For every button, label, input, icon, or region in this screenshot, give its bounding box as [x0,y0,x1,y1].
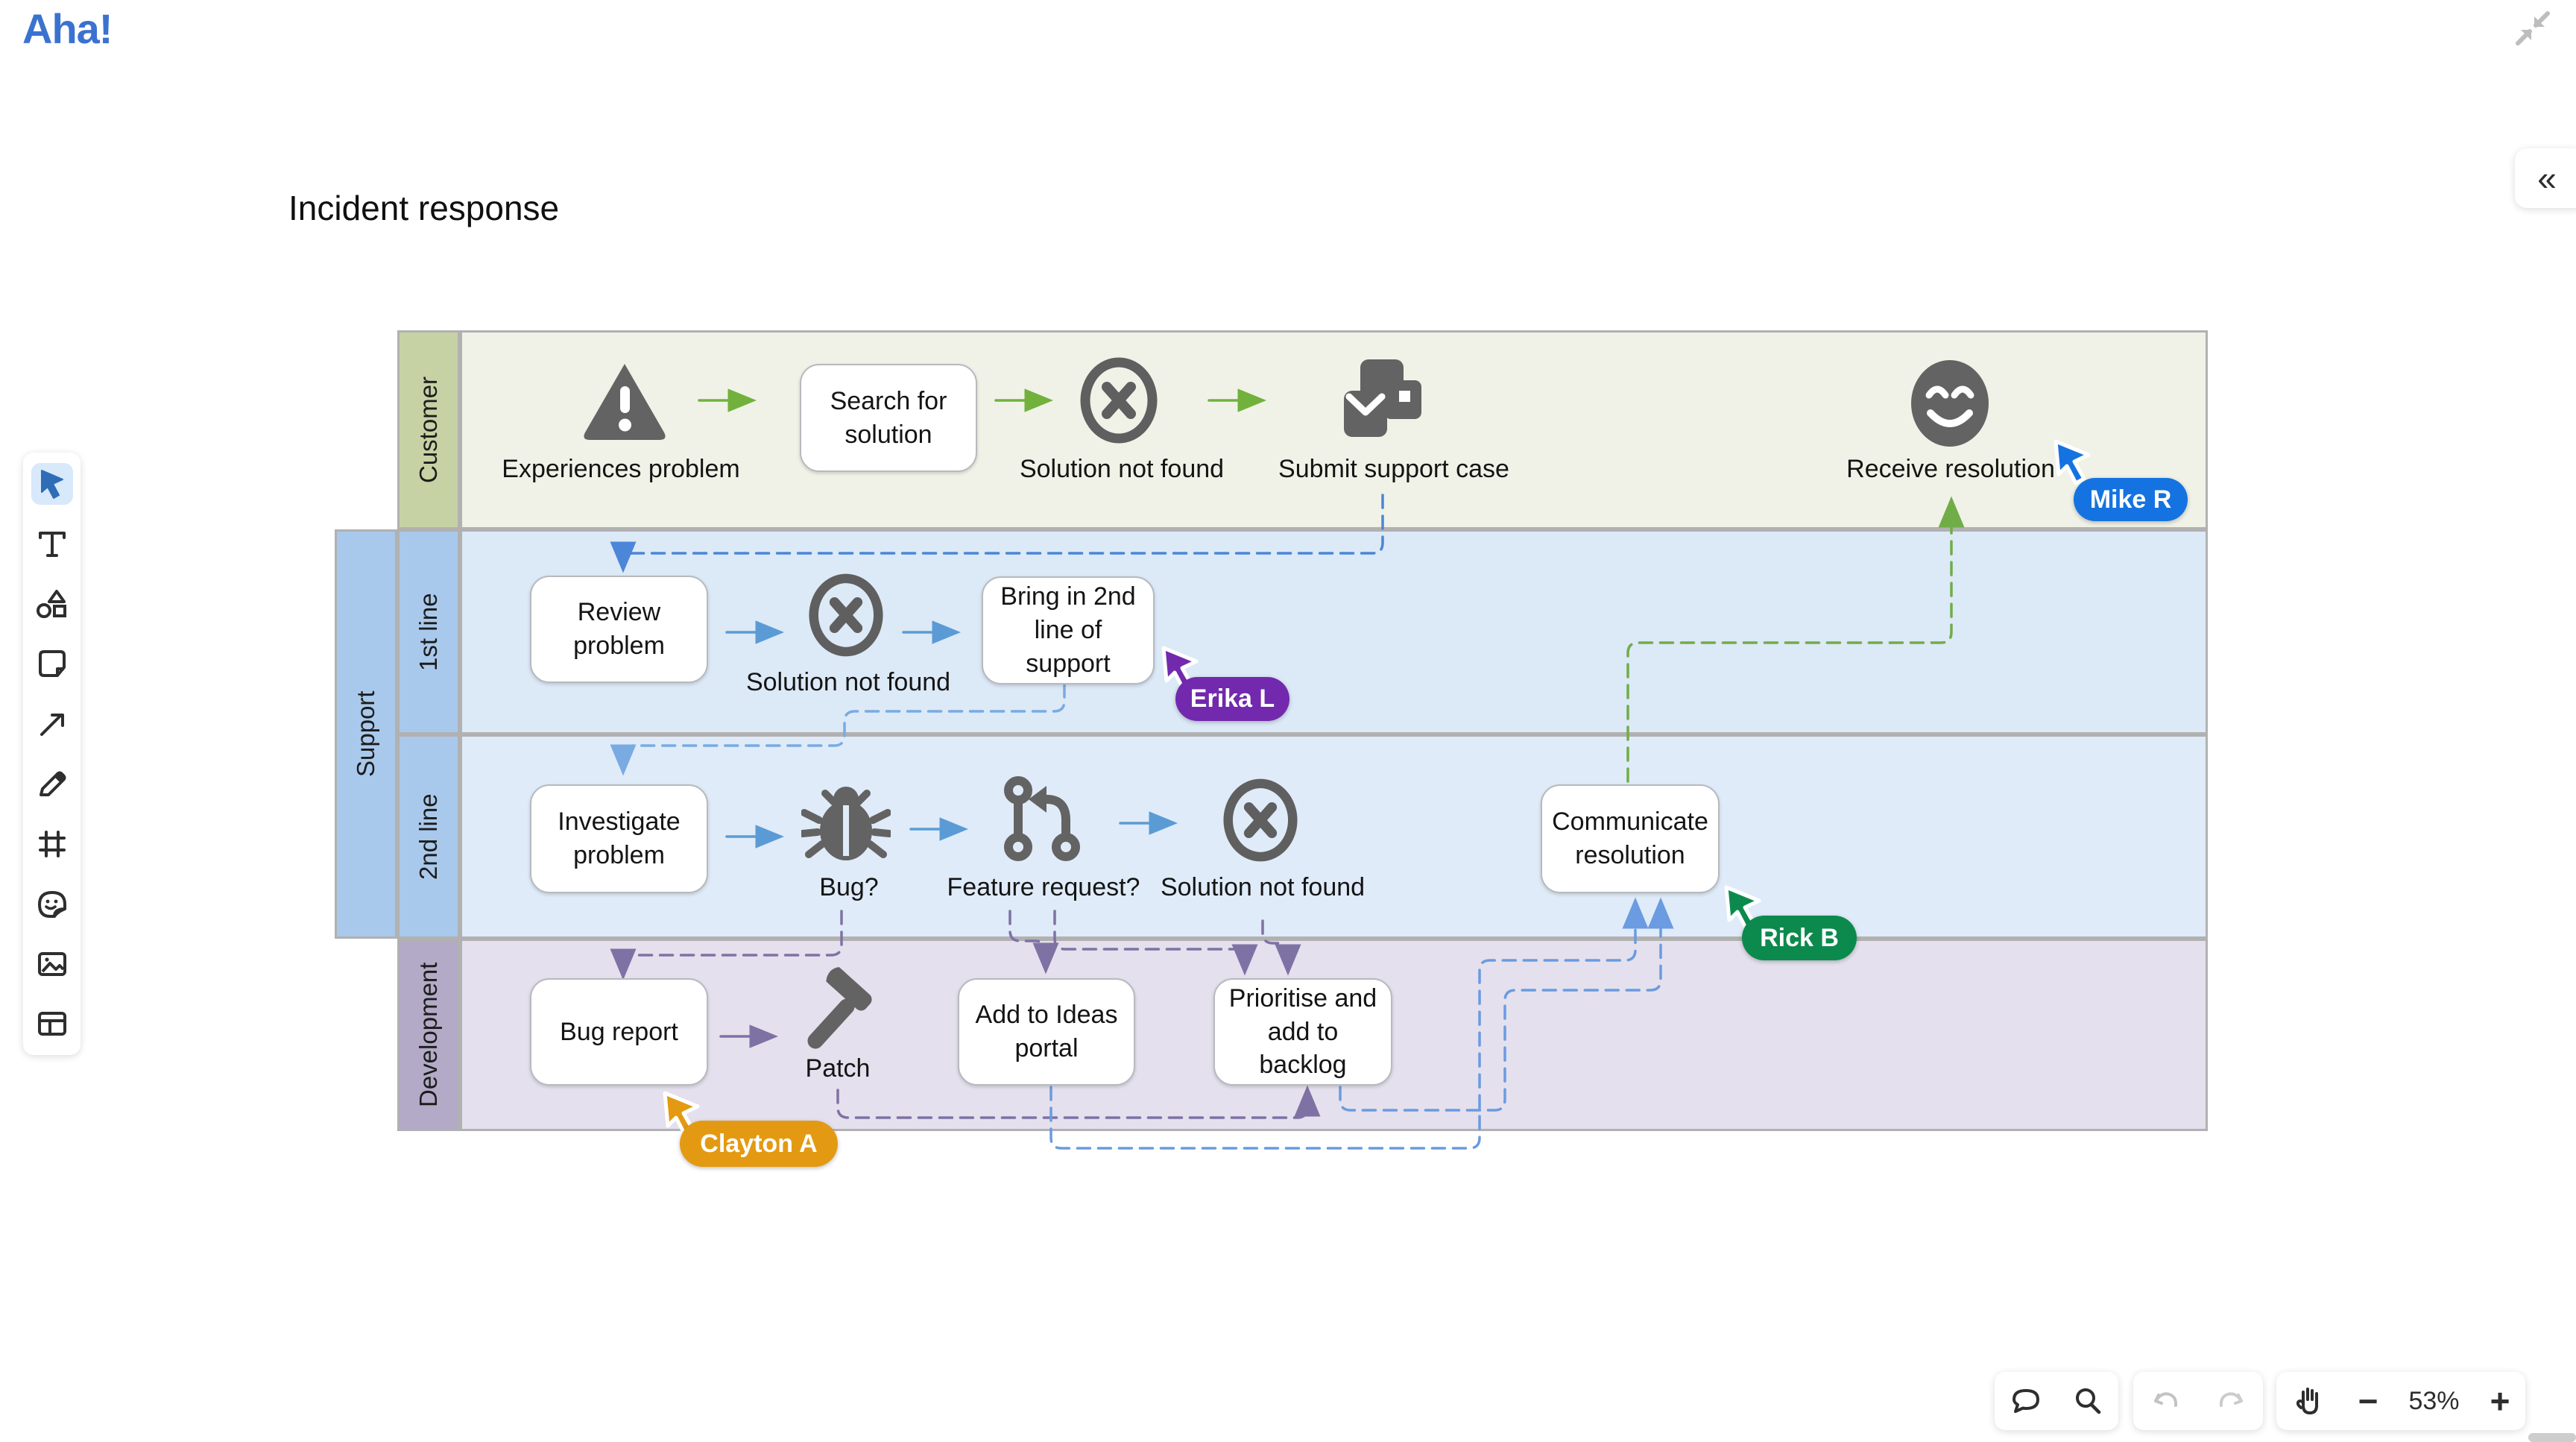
label-receive-resolution: Receive resolution [1846,455,2055,483]
arrow-icon [40,713,64,736]
node-communicate-resolution[interactable]: Communicate resolution [1541,784,1720,893]
node-label: Add to Ideas portal [975,1001,1118,1062]
solution-not-found-icon[interactable] [1079,356,1158,444]
bug-icon[interactable] [801,774,891,865]
node-label: Bug report [560,1017,678,1046]
node-label: Search for solution [830,386,947,449]
collapse-panel-button[interactable]: « [2515,148,2576,208]
redo-icon [2219,1392,2243,1407]
comment-button[interactable] [2008,1383,2044,1419]
node-search-for-solution[interactable]: Search for solution [800,364,977,472]
pan-button[interactable] [2292,1383,2328,1419]
node-label: Prioritise and add to backlog [1228,983,1377,1080]
collaborator-pill-clayton-a: Clayton A [680,1121,838,1167]
node-investigate-problem[interactable]: Investigate problem [530,784,708,893]
sticky-note-icon [38,650,66,678]
tools-palette [23,453,80,1055]
node-label: Review problem [573,598,665,660]
label-feature-request: Feature request? [947,873,1140,901]
tool-sticker[interactable] [31,883,73,925]
collaborator-name: Rick B [1760,923,1839,952]
label-experiences-problem: Experiences problem [502,455,740,483]
node-label: Investigate problem [558,807,681,869]
node-add-to-ideas-portal[interactable]: Add to Ideas portal [958,978,1135,1086]
node-bring-in-2nd-line[interactable]: Bring in 2nd line of support [982,576,1155,684]
collaborator-pill-mike-r: Mike R [2074,478,2188,521]
label-solution-not-found-3: Solution not found [1160,873,1366,901]
cursor-mike-r [2053,439,2091,485]
node-review-problem[interactable]: Review problem [530,576,708,683]
submit-support-case-icon[interactable] [1336,355,1427,446]
sticker-smiley-icon [37,891,66,919]
text-icon [38,532,66,558]
node-bug-report[interactable]: Bug report [530,978,708,1086]
node-label: Communicate resolution [1552,807,1708,869]
zoom-in-button[interactable]: + [2490,1382,2510,1420]
collaborator-pill-rick-b: Rick B [1742,916,1857,960]
hand-icon [2296,1388,2318,1415]
patch-hammer-icon[interactable] [793,963,883,1053]
tool-frame[interactable] [31,823,73,865]
collaborator-pill-erika-l: Erika L [1175,677,1289,721]
page-title[interactable]: Incident response [288,189,560,227]
image-icon [37,951,66,976]
label-submit-support-case: Submit support case [1278,455,1509,483]
feature-request-icon[interactable] [1000,774,1090,865]
aha-logo[interactable]: Aha! [22,5,113,52]
collaborator-name: Mike R [2089,485,2172,514]
select-cursor-icon [40,470,63,499]
tool-shapes[interactable] [31,583,73,625]
undo-redo-bar [2133,1372,2263,1430]
label-solution-not-found-2: Solution not found [745,668,951,696]
undo-icon [2153,1392,2177,1407]
tool-image[interactable] [31,943,73,985]
label-solution-not-found-1: Solution not found [1019,455,1225,483]
search-icon [2075,1388,2100,1414]
shapes-icon [36,589,66,618]
tool-sticky-note[interactable] [31,643,73,684]
horizontal-scrollbar[interactable] [2528,1433,2576,1442]
redo-button[interactable] [2213,1383,2249,1419]
tool-select[interactable] [31,463,73,505]
receive-resolution-smiley-icon[interactable] [1907,356,1993,450]
search-button[interactable] [2070,1383,2106,1419]
frame-icon [38,830,66,857]
tool-pen[interactable] [31,763,73,805]
comment-search-bar [1995,1372,2118,1430]
solution-not-found-icon[interactable] [808,573,884,658]
collapse-icon[interactable] [2513,9,2552,48]
zoom-out-button[interactable]: − [2358,1382,2378,1420]
node-label: Bring in 2nd line of support [1000,582,1136,678]
double-chevron-left-icon: « [2537,159,2557,198]
table-icon [37,1011,66,1036]
undo-button[interactable] [2148,1383,2184,1419]
label-bug: Bug? [819,873,879,901]
collaborator-name: Erika L [1190,684,1275,713]
zoom-bar: − 53% + [2276,1372,2525,1430]
tool-text[interactable] [31,523,73,564]
tool-connector[interactable] [31,703,73,745]
warning-icon[interactable] [580,359,669,447]
pen-icon [39,771,66,797]
lane-body-customer[interactable] [460,330,2208,529]
solution-not-found-icon[interactable] [1222,778,1298,863]
zoom-level[interactable]: 53% [2408,1386,2460,1415]
label-patch: Patch [805,1054,871,1083]
collaborator-name: Clayton A [700,1129,818,1158]
node-prioritise-backlog[interactable]: Prioritise and add to backlog [1213,978,1392,1086]
comment-icon [2012,1389,2039,1413]
tool-table[interactable] [31,1003,73,1045]
